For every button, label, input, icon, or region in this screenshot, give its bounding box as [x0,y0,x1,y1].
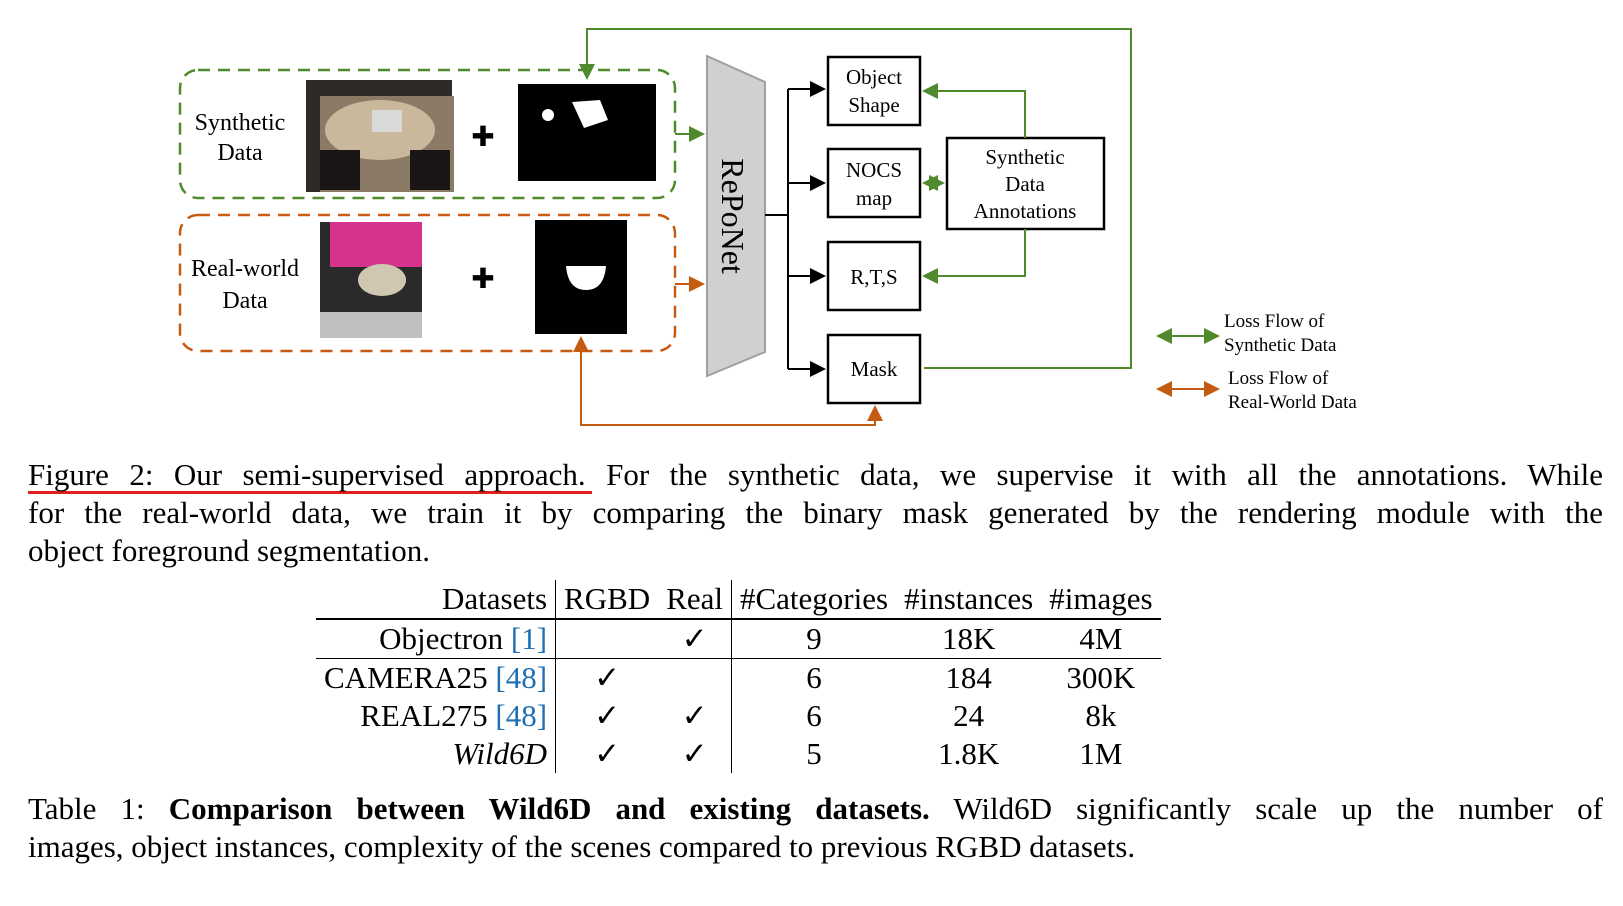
figure-caption-line3: object foreground segmentation. [28,533,431,568]
table-caption-line1: Table 1: Comparison between Wild6D and e… [28,790,1603,828]
method-diagram: Synthetic Data ✚ Real-world Data ✚ RePoN… [178,28,1357,426]
real-cell [658,658,733,697]
header-rgbd: RGBD [564,581,651,616]
table-row: Objectron [1] ✓ 9 18K 4M [316,618,1161,659]
object-shape-line2: Shape [848,93,899,117]
dataset-name: Objectron [1] [316,618,557,659]
legend-synthetic-line2: Synthetic Data [1224,335,1337,356]
reponet-label: RePoNet [715,158,751,274]
real-cell: ✓ [658,618,733,659]
annotations-box [945,136,1106,231]
header-datasets: Datasets [316,580,557,619]
table-row: REAL275 [48] ✓ ✓ 6 24 8k [316,697,1161,735]
dataset-name: CAMERA25 [48] [316,658,557,697]
rgbd-cell: ✓ [594,736,621,771]
header-real: Real [658,580,733,619]
loss-synthetic-mask-loop [579,28,1132,369]
figure-caption-label: Figure 2: [28,457,154,492]
annotations-line1: Synthetic [985,145,1064,169]
synthetic-rgb-image [306,80,454,192]
table-caption-title: Comparison between Wild6D and existing d… [168,791,930,826]
synthetic-mask-image [518,84,656,181]
images-cell: 4M [1041,618,1161,659]
rgbd-cell [555,618,659,659]
caption-highlight-underline [28,491,592,494]
rts-box [826,240,922,312]
categories-cell: 9 [731,618,897,659]
figure-caption-line1: Figure 2: Our semi-supervised approach. … [28,456,1603,494]
real-group-box [178,213,677,353]
images-cell: 300K [1041,658,1161,697]
rgbd-cell: ✓ [555,658,659,697]
header-images: #images [1049,581,1153,616]
table-row: Wild6D ✓ ✓ 5 1.8K 1M [316,735,1161,773]
real-cell: ✓ [658,697,733,735]
table-row: CAMERA25 [48] ✓ 6 184 300K [316,658,1161,697]
annotations-line2: Data [1005,172,1045,196]
mask-label: Mask [851,357,898,381]
rts-label: R,T,S [850,265,897,289]
synthetic-label-line1: Synthetic [195,110,286,136]
loss-annotation-to-rts [922,229,1026,284]
legend-synthetic-line1: Loss Flow of [1224,311,1325,332]
citation-link[interactable]: [1] [510,621,548,656]
nocs-map-line1: NOCS [846,158,902,182]
images-cell: 8k [1085,698,1117,733]
figure-caption-title: Our semi-supervised approach. [173,457,586,492]
figure-caption: Figure 2: Our semi-supervised approach. … [28,456,1603,570]
loss-annotation-to-shape [922,83,1026,138]
legend-real-line1: Loss Flow of [1228,368,1329,389]
citation-link[interactable]: [48] [495,660,548,695]
synthetic-group-box [178,68,677,200]
real-cell: ✓ [658,735,733,773]
synthetic-label-line2: Data [217,140,263,166]
object-shape-box [826,55,922,127]
real-plus-icon: ✚ [471,262,494,295]
header-categories: #Categories [740,581,889,616]
instances-cell: 24 [953,698,985,733]
nocs-map-box [826,147,922,219]
loss-real-mask-loop [573,336,883,426]
instances-cell: 18K [896,618,1042,659]
categories-cell: 6 [731,658,897,697]
dataset-name: Wild6D [316,735,557,773]
images-cell: 1M [1079,736,1123,771]
header-instances: #instances [904,581,1034,616]
dataset-comparison-table: Datasets RGBD Real #Categories #instance… [316,580,1161,773]
object-shape-line1: Object [846,65,902,89]
real-label-line1: Real-world [191,256,299,282]
annotations-line3: Annotations [974,199,1077,223]
table-caption-line2: images, object instances, complexity of … [28,829,1136,864]
figure-caption-body: For the synthetic data, we supervise it … [606,457,1603,492]
table-caption: Table 1: Comparison between Wild6D and e… [28,790,1603,866]
table-caption-label: Table 1: [28,791,145,826]
instances-cell: 184 [896,658,1042,697]
nocs-map-line2: map [856,186,892,210]
synthetic-plus-icon: ✚ [471,120,494,153]
figure-caption-line2: for the real-world data, we train it by … [28,495,1603,530]
categories-cell: 6 [806,698,822,733]
categories-cell: 5 [806,736,822,771]
dataset-name: REAL275 [48] [316,697,557,735]
real-rgb-image [320,222,422,338]
citation-link[interactable]: [48] [495,698,548,733]
legend-real-line2: Real-World Data [1228,392,1357,413]
rgbd-cell: ✓ [594,698,621,733]
table-header-row: Datasets RGBD Real #Categories #instance… [316,580,1161,619]
real-label-line2: Data [222,288,268,314]
instances-cell: 1.8K [938,736,1000,771]
real-mask-image [535,220,627,334]
table-caption-body: Wild6D significantly scale up the number… [953,791,1604,826]
